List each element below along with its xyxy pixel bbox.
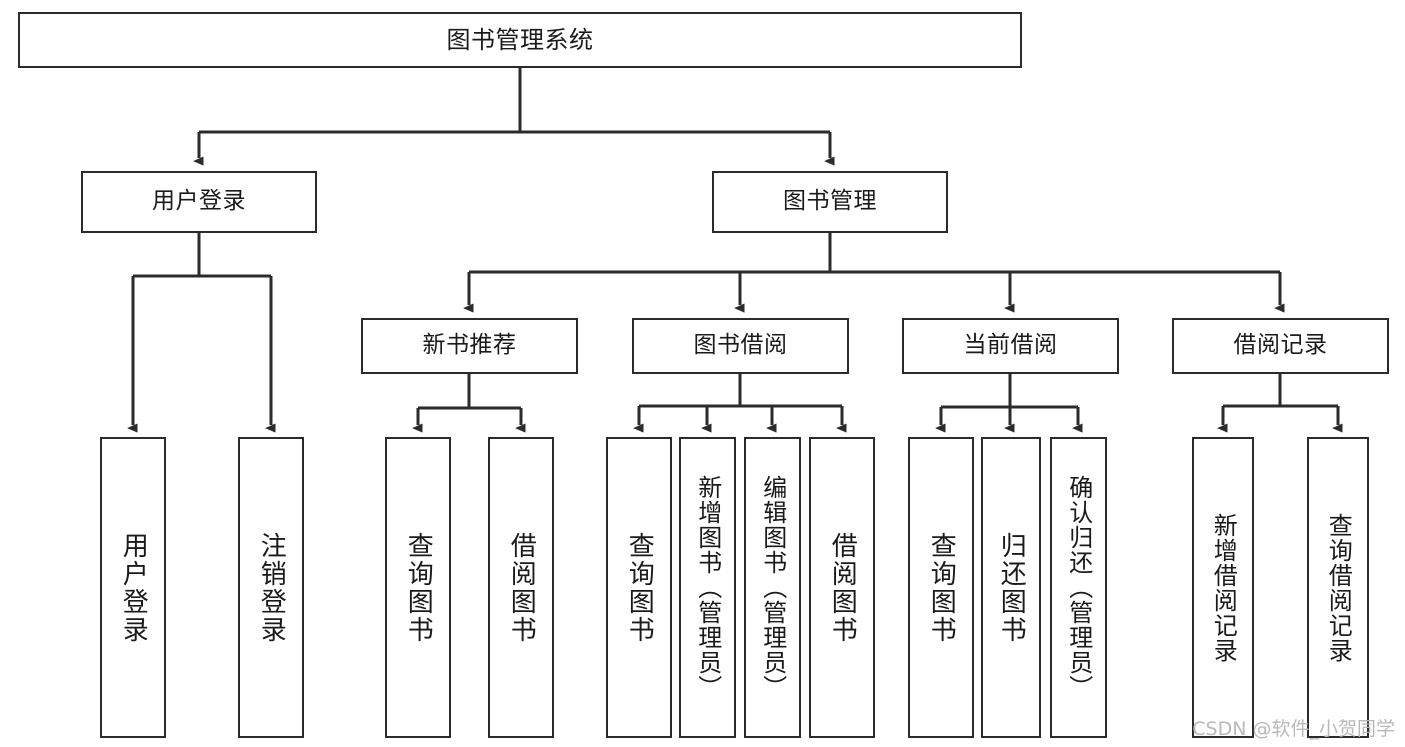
node-leaf-confirm-return-admin[interactable]: 确认归还（管理员） [1050,437,1107,738]
node-leaf-return-book[interactable]: 归还图书 [981,437,1041,738]
node-leaf-query-book-3[interactable]: 查询图书 [908,437,974,738]
node-leaf-confirm-return-admin-label: 确认归还（管理员） [1064,475,1093,700]
node-new-book-recommend-label: 新书推荐 [422,332,517,359]
node-leaf-add-book-admin[interactable]: 新增图书（管理员） [679,437,736,738]
node-root[interactable]: 图书管理系统 [18,12,1022,68]
node-leaf-query-record-label: 查询借阅记录 [1324,512,1353,663]
node-current-borrow[interactable]: 当前借阅 [902,318,1119,374]
node-book-borrow[interactable]: 图书借阅 [632,318,849,374]
node-borrow-record[interactable]: 借阅记录 [1172,318,1389,374]
node-leaf-borrow-book-1-label: 借阅图书 [506,531,537,644]
node-leaf-add-record[interactable]: 新增借阅记录 [1192,437,1254,738]
node-book-manage-label: 图书管理 [783,188,877,215]
node-borrow-record-label: 借阅记录 [1233,332,1328,359]
node-leaf-add-book-admin-label: 新增图书（管理员） [693,475,722,700]
node-leaf-user-login-label: 用户登录 [118,531,149,644]
node-leaf-borrow-book-2[interactable]: 借阅图书 [809,437,875,738]
node-leaf-return-book-label: 归还图书 [996,531,1027,644]
node-leaf-query-book-2[interactable]: 查询图书 [606,437,672,738]
csdn-watermark: CSDN @软件_小贺同学 [1192,718,1395,740]
node-current-borrow-label: 当前借阅 [963,332,1058,359]
node-root-label: 图书管理系统 [446,25,594,54]
node-leaf-query-book-3-label: 查询图书 [926,531,957,644]
node-book-borrow-label: 图书借阅 [693,332,788,359]
node-new-book-recommend[interactable]: 新书推荐 [361,318,578,374]
node-leaf-borrow-book-2-label: 借阅图书 [827,531,858,644]
node-leaf-query-record[interactable]: 查询借阅记录 [1307,437,1369,738]
node-user-login-label: 用户登录 [152,188,246,215]
node-book-manage[interactable]: 图书管理 [712,171,948,233]
node-leaf-logout[interactable]: 注销登录 [238,437,304,738]
node-leaf-user-login[interactable]: 用户登录 [100,437,166,738]
node-leaf-query-book-2-label: 查询图书 [624,531,655,644]
node-leaf-edit-book-admin-label: 编辑图书（管理员） [758,475,787,700]
node-leaf-borrow-book-1[interactable]: 借阅图书 [488,437,554,738]
node-user-login[interactable]: 用户登录 [81,171,317,233]
node-leaf-query-book-1-label: 查询图书 [403,531,434,644]
node-leaf-query-book-1[interactable]: 查询图书 [385,437,451,738]
node-leaf-add-record-label: 新增借阅记录 [1209,512,1238,663]
node-leaf-edit-book-admin[interactable]: 编辑图书（管理员） [744,437,801,738]
node-leaf-logout-label: 注销登录 [256,531,287,644]
